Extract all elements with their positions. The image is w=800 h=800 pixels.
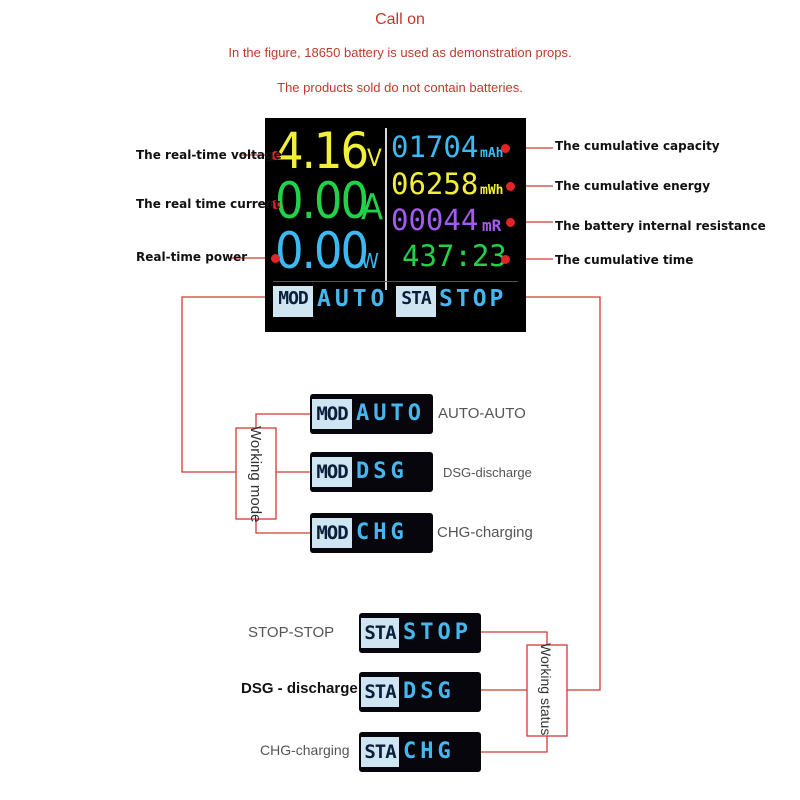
current-pointer-dot [271,200,280,209]
status-tag: STA [361,737,399,767]
mode-value: AUTO [356,401,425,426]
mode-tile-dsg: MOD DSG [310,452,433,492]
lcd-mode-tag: MOD [278,288,309,309]
status-value: CHG [403,739,455,764]
page-title: Call on [375,11,425,28]
lcd-status-value: STOP [439,286,507,312]
status-value: DSG [403,679,455,704]
power-pointer-dot [271,254,280,263]
mode-tag: MOD [312,518,352,548]
time-pointer-dot [501,255,510,264]
callout-resistance: The battery internal resistance [555,219,766,233]
working-status-box: Working status [527,643,567,736]
mode-tile-chg: MOD CHG [310,513,433,553]
capacity-pointer-dot [501,144,510,153]
mode-value: CHG [356,520,408,545]
mode-tag: MOD [312,399,352,429]
status-tag: STA [361,677,399,707]
lcd-mode-tag-bg [273,286,313,317]
callout-current: The real time current [136,197,281,211]
mode-tile-auto: MOD AUTO [310,394,433,434]
note-demo-battery: In the figure, 18650 battery is used as … [228,45,572,60]
status-tile-dsg: STA DSG [359,672,481,712]
capacity-value: 01704 [391,130,479,164]
resistance-unit: mR [482,216,502,235]
capacity-unit: mAh [480,146,504,161]
callout-time: The cumulative time [555,253,694,267]
callout-energy: The cumulative energy [555,179,711,193]
mode-desc-auto: AUTO-AUTO [438,405,526,422]
current-unit: A [361,187,384,228]
power-unit: W [361,249,379,273]
voltage-value: 4.16 [275,122,369,180]
resistance-pointer-dot [506,218,515,227]
energy-unit: mWh [480,183,504,198]
mode-desc-chg: CHG-charging [437,524,533,541]
lcd-status-tag: STA [401,288,432,309]
callout-capacity: The cumulative capacity [555,139,720,153]
energy-value: 06258 [391,167,479,201]
current-value: 0.00 [275,172,369,230]
status-desc-dsg: DSG - discharge [241,680,358,697]
working-mode-box: Working mode [236,426,276,523]
lcd-mode-value: AUTO [317,286,389,312]
power-value: 0.00 [275,222,369,280]
mode-value: DSG [356,459,408,484]
lcd-status-tag-bg [396,286,436,317]
energy-pointer-dot [506,182,515,191]
status-value: STOP [403,620,472,645]
status-desc-chg: CHG-charging [260,742,350,758]
lcd-display: 4.16 V 0.00 A 0.00 W 01704 mAh 06258 mWh… [265,118,526,332]
working-status-label: Working status [538,643,554,736]
time-value: 437:23 [402,239,507,273]
mode-desc-dsg: DSG-discharge [443,465,532,480]
lcd-divider [385,128,387,290]
mode-tag: MOD [312,457,352,487]
working-mode-label: Working mode [247,426,264,523]
status-tile-chg: STA CHG [359,732,481,772]
status-desc-stop: STOP-STOP [248,624,335,641]
callout-voltage: The real-time voltage [136,148,282,162]
status-tag: STA [361,618,399,648]
callout-power: Real-time power [136,250,248,264]
voltage-unit: V [367,144,382,172]
note-no-battery: The products sold do not contain batteri… [277,80,523,95]
resistance-value: 00044 [391,203,479,237]
voltage-pointer-dot [271,151,280,160]
status-tile-stop: STA STOP [359,613,481,653]
